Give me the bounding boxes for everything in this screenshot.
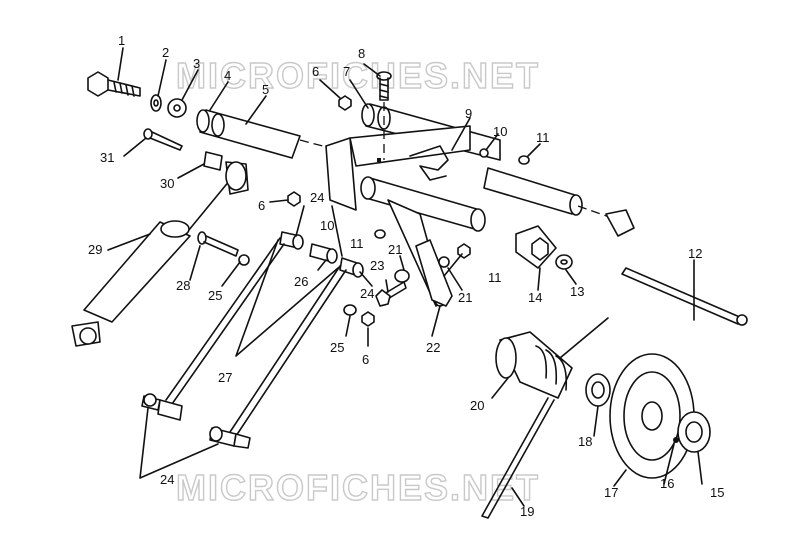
part-24-bushing-c xyxy=(141,393,183,421)
callout-2: 2 xyxy=(162,45,169,60)
callout-10-top: 10 xyxy=(493,124,507,139)
part-9-clip xyxy=(409,145,449,181)
callout-6-mid: 6 xyxy=(258,198,265,213)
part-31-bolt xyxy=(143,128,183,151)
part-13-washer xyxy=(555,254,573,270)
callout-6-low: 6 xyxy=(362,352,369,367)
callout-labels: 1 2 3 4 5 6 7 8 9 10 11 12 13 14 15 16 1… xyxy=(88,33,724,519)
callout-1: 1 xyxy=(118,33,125,48)
part-11-washer-top xyxy=(518,155,530,165)
callout-14: 14 xyxy=(528,290,542,305)
callout-8: 8 xyxy=(358,46,365,61)
callout-24-top: 24 xyxy=(310,190,324,205)
part-19-spring-arm xyxy=(481,397,555,519)
callout-10-mid: 10 xyxy=(320,218,334,233)
part-2-washer xyxy=(150,94,162,112)
watermark-bottom: MICROFICHES.NET xyxy=(176,467,540,508)
callout-27: 27 xyxy=(218,370,232,385)
part-28-bolt xyxy=(197,231,239,257)
callout-22: 22 xyxy=(426,340,440,355)
part-29-shock xyxy=(71,179,231,347)
part-10-bushing xyxy=(479,148,489,158)
part-14-bracket xyxy=(515,225,557,269)
callout-31: 31 xyxy=(100,150,114,165)
callout-12: 12 xyxy=(688,246,702,261)
callout-28: 28 xyxy=(176,278,190,293)
callout-20: 20 xyxy=(470,398,484,413)
part-20-spring xyxy=(495,317,609,399)
callout-13: 13 xyxy=(570,284,584,299)
callout-3: 3 xyxy=(193,56,200,71)
callout-15: 15 xyxy=(710,485,724,500)
part-12-long-bolt xyxy=(621,267,748,326)
part-8-bolt xyxy=(376,71,392,160)
callout-24-bottom: 24 xyxy=(160,472,174,487)
callout-24-mid: 24 xyxy=(360,286,374,301)
end-bracket xyxy=(605,209,635,237)
part-26-bushing xyxy=(309,243,338,264)
part-24-bushing-a xyxy=(279,231,304,250)
callout-23: 23 xyxy=(370,258,384,273)
part-1-bolt xyxy=(87,71,141,97)
part-21-washer-b xyxy=(438,256,450,268)
leader-lines xyxy=(107,47,703,507)
callout-11-mid: 11 xyxy=(350,236,364,251)
part-6-nut-top xyxy=(338,95,352,111)
part-6-nut-low xyxy=(361,311,375,327)
callout-25-left: 25 xyxy=(208,288,222,303)
callout-30: 30 xyxy=(160,176,174,191)
callout-11-top: 11 xyxy=(536,130,550,145)
part-16-pin xyxy=(673,437,679,443)
callout-21-right: 21 xyxy=(458,290,472,305)
swing-arm-frame xyxy=(325,125,486,307)
callout-9: 9 xyxy=(465,106,472,121)
callout-5: 5 xyxy=(262,82,269,97)
part-24-bushing-d xyxy=(209,426,251,449)
callout-11-right: 11 xyxy=(488,270,502,285)
part-27-rod-left xyxy=(165,237,285,405)
part-3-washer xyxy=(167,98,187,118)
callout-6-top: 6 xyxy=(312,64,319,79)
part-30-bushing xyxy=(203,151,249,195)
part-17-idler-wheel xyxy=(609,353,695,479)
part-22-strap xyxy=(415,239,453,307)
callout-26: 26 xyxy=(294,274,308,289)
part-6-nut-mid xyxy=(287,191,301,207)
callout-25-right: 25 xyxy=(330,340,344,355)
part-25-washer-b xyxy=(343,304,357,316)
callout-18: 18 xyxy=(578,434,592,449)
part-18-spacer xyxy=(585,373,611,407)
callout-21-left: 21 xyxy=(388,242,402,257)
callout-29: 29 xyxy=(88,242,102,257)
part-21-washer-a xyxy=(394,269,410,283)
callout-17: 17 xyxy=(604,485,618,500)
callout-7: 7 xyxy=(343,64,350,79)
callout-4: 4 xyxy=(224,68,231,83)
part-11-washer-mid xyxy=(374,229,386,239)
part-25-washer-a xyxy=(238,254,250,266)
callout-16: 16 xyxy=(660,476,674,491)
part-23-bolt xyxy=(375,281,407,307)
callout-19: 19 xyxy=(520,504,534,519)
part-15-cap xyxy=(677,411,711,453)
part-27-rod-right xyxy=(229,265,347,437)
